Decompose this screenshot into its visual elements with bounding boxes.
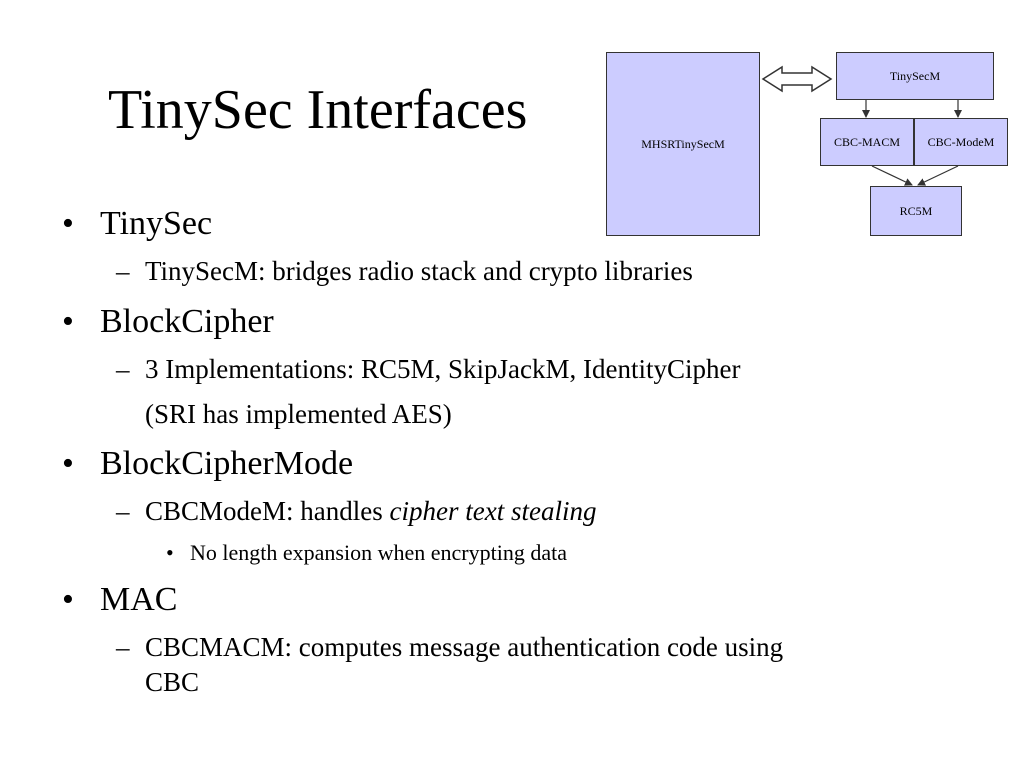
sub-blockcipher-line2: (SRI has implemented AES) xyxy=(145,399,452,429)
dash-marker: – xyxy=(116,496,130,526)
bullet-marker: • xyxy=(62,205,74,242)
arrow-cbc-modem-to-rc5m xyxy=(917,165,959,186)
bullet-tinysec: TinySec xyxy=(100,205,213,242)
double-arrow-icon xyxy=(761,65,833,93)
subsub-no-length-expansion: No length expansion when encrypting data xyxy=(190,540,567,565)
bullet-blockciphermode: BlockCipherMode xyxy=(100,445,354,482)
tinysecm-label: TinySecM xyxy=(889,68,941,83)
sub-cbcmodem-emphasis: cipher text stealing xyxy=(389,496,597,526)
cbc-macm-label: CBC-MACM xyxy=(833,134,901,149)
dash-marker: – xyxy=(116,256,130,286)
cbc-modem-box: CBC-ModeM xyxy=(914,118,1008,166)
bullet-blockcipher: BlockCipher xyxy=(100,303,274,340)
bullet-marker-small: • xyxy=(166,540,174,565)
bullet-marker: • xyxy=(62,581,74,618)
bullet-marker: • xyxy=(62,303,74,340)
bullet-mac: MAC xyxy=(100,581,178,618)
sub-blockcipher-line1: 3 Implementations: RC5M, SkipJackM, Iden… xyxy=(145,354,741,384)
dash-marker: – xyxy=(116,354,130,384)
dash-marker: – xyxy=(116,632,130,662)
sub-tinysecm: TinySecM: bridges radio stack and crypto… xyxy=(145,256,693,286)
mhsr-tinysecm-box: MHSRTinySecM xyxy=(606,52,760,236)
sub-cbcmacm-line1: CBCMACM: computes message authentication… xyxy=(145,632,784,662)
cbc-modem-label: CBC-ModeM xyxy=(927,134,995,149)
arrow-cbc-macm-to-rc5m xyxy=(871,165,913,186)
sub-cbcmacm-line2: CBC xyxy=(145,667,200,697)
cbc-macm-box: CBC-MACM xyxy=(820,118,914,166)
slide-title: TinySec Interfaces xyxy=(108,79,528,141)
bullet-marker: • xyxy=(62,445,74,482)
rc5m-label: RC5M xyxy=(899,203,933,218)
sub-cbcmodem-prefix: CBCModeM: handles xyxy=(145,496,390,526)
sub-cbcmodem: CBCModeM: handles cipher text stealing xyxy=(145,498,596,525)
rc5m-box: RC5M xyxy=(870,186,962,236)
tinysecm-box: TinySecM xyxy=(836,52,994,100)
mhsr-tinysecm-label: MHSRTinySecM xyxy=(641,136,725,151)
